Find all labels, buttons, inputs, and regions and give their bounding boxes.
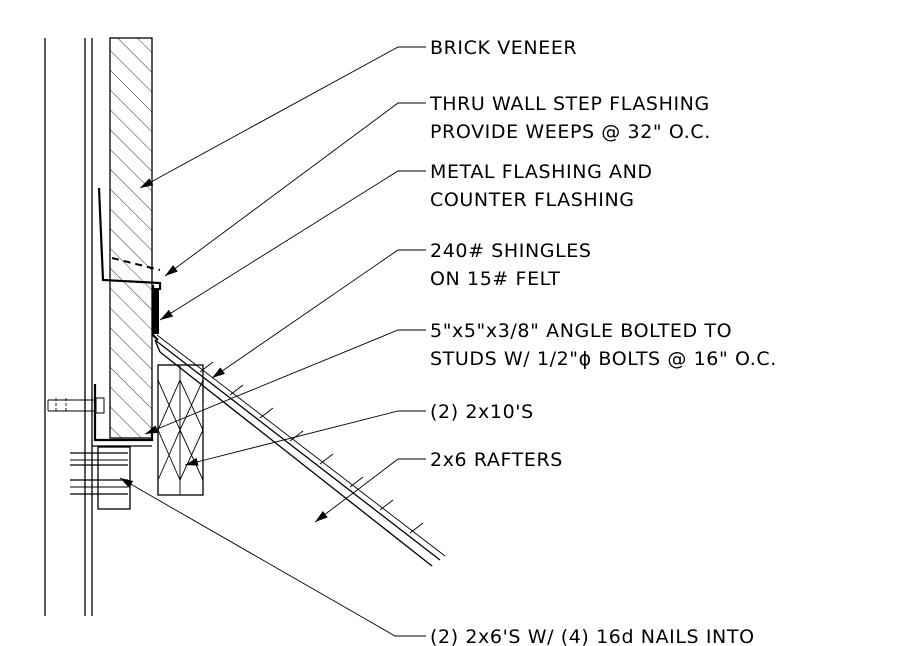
- roof-assembly: [154, 334, 446, 567]
- label-brick-veneer: BRICK VENEER: [430, 37, 577, 59]
- labels: BRICK VENEER THRU WALL STEP FLASHING PRO…: [429, 37, 777, 646]
- label-angle-line2: STUDS W/ 1/2"ϕ BOLTS @ 16" O.C.: [430, 348, 777, 370]
- label-2x6-ledger: (2) 2x6'S W/ (4) 16d NAILS INTO: [430, 626, 755, 646]
- brick-veneer: [109, 37, 153, 439]
- label-step-flashing-line1: THRU WALL STEP FLASHING: [429, 93, 710, 115]
- metal-flashing: [151, 285, 159, 341]
- step-flashing: [97, 187, 162, 290]
- label-2x10: (2) 2x10'S: [430, 401, 534, 423]
- steel-angle: [92, 384, 154, 447]
- label-shingles-line1: 240# SHINGLES: [430, 240, 592, 262]
- label-metal-flashing-line1: METAL FLASHING AND: [430, 161, 653, 183]
- label-metal-flashing-line2: COUNTER FLASHING: [430, 189, 635, 211]
- ledger-2x6: [70, 446, 131, 510]
- header-2x10: [157, 364, 204, 496]
- label-shingles-line2: ON 15# FELT: [430, 268, 560, 290]
- shingle-courses: [199, 361, 424, 534]
- bolt-symbol: [47, 397, 105, 414]
- label-angle-line1: 5"x5"x3/8" ANGLE BOLTED TO: [430, 320, 732, 342]
- leader-lines: [119, 46, 426, 637]
- label-step-flashing-line2: PROVIDE WEEPS @ 32" O.C.: [430, 121, 711, 143]
- stud-wall: [44, 38, 93, 616]
- label-rafters: 2x6 RAFTERS: [430, 449, 563, 471]
